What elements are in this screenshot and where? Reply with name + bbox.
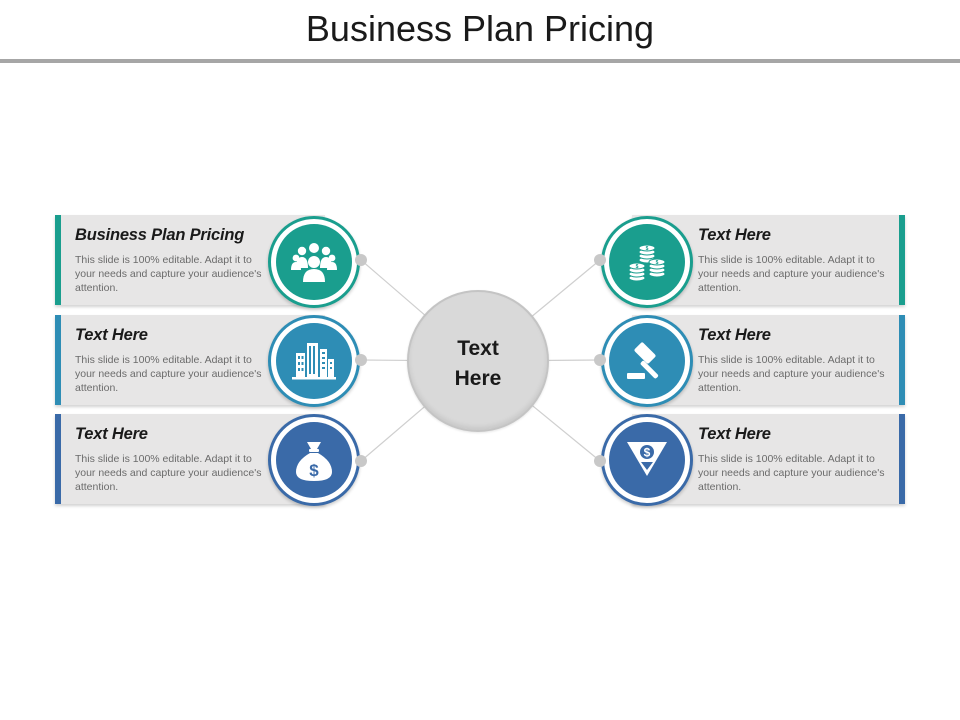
connector-dot-3 <box>355 455 367 467</box>
svg-text:$: $ <box>636 264 639 270</box>
icon-badge-6: $ <box>601 414 693 506</box>
dollar-down-arrow-icon: $ <box>627 442 667 476</box>
svg-text:$: $ <box>644 446 651 460</box>
card-description: This slide is 100% editable. Adapt it to… <box>75 453 262 493</box>
card-heading: Text Here <box>698 425 771 443</box>
icon-badge-3: $ <box>268 414 360 506</box>
icon-badge-4: $ $ $ <box>601 216 693 308</box>
buildings-icon <box>292 343 336 380</box>
card-heading: Text Here <box>75 326 148 344</box>
coin-stacks-icon: $ $ $ <box>628 244 666 282</box>
svg-text:$: $ <box>646 246 649 252</box>
card-description: This slide is 100% editable. Adapt it to… <box>75 254 262 294</box>
connector-dot-2 <box>355 354 367 366</box>
page-title: Business Plan Pricing <box>305 8 655 49</box>
hub-label-line-1: Text <box>457 337 499 360</box>
connector-dot-5 <box>594 354 606 366</box>
svg-text:$: $ <box>309 461 319 480</box>
connector-dot-4 <box>594 254 606 266</box>
connector-dot-6 <box>594 455 606 467</box>
icon-badge-2 <box>268 315 360 407</box>
connector-dot-1 <box>355 254 367 266</box>
money-bag-icon: $ <box>296 442 332 481</box>
center-hub: Text Here <box>407 290 549 432</box>
card-heading: Text Here <box>698 326 771 344</box>
hub-label-line-2: Here <box>454 367 502 390</box>
icon-badge-1 <box>268 216 360 308</box>
card-description: This slide is 100% editable. Adapt it to… <box>698 254 885 294</box>
title-divider <box>0 59 960 63</box>
card-description: This slide is 100% editable. Adapt it to… <box>698 354 885 394</box>
icon-badge-5 <box>601 315 693 407</box>
gavel-icon <box>627 342 659 379</box>
card-heading: Text Here <box>698 226 771 244</box>
card-description: This slide is 100% editable. Adapt it to… <box>75 354 262 394</box>
card-heading: Business Plan Pricing <box>75 226 245 244</box>
hub-label: Text Here <box>409 334 547 394</box>
people-group-icon <box>291 243 337 282</box>
card-description: This slide is 100% editable. Adapt it to… <box>698 453 885 493</box>
card-heading: Text Here <box>75 425 148 443</box>
svg-text:$: $ <box>656 260 659 266</box>
